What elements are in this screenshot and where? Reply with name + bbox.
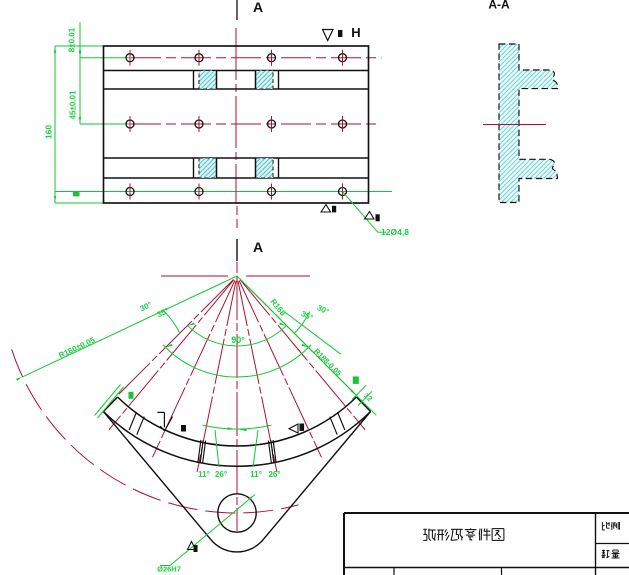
- svg-text:11°: 11°: [198, 470, 210, 479]
- svg-text:8±0.01: 8±0.01: [68, 27, 77, 52]
- svg-text:A-A: A-A: [488, 0, 510, 12]
- svg-text:A: A: [253, 239, 263, 255]
- svg-text:160: 160: [44, 125, 54, 139]
- svg-text:H: H: [351, 25, 360, 40]
- svg-text:90°: 90°: [231, 335, 245, 345]
- svg-text:A: A: [253, 0, 263, 15]
- svg-text:26°: 26°: [268, 470, 280, 479]
- svg-text:45±0.01: 45±0.01: [69, 90, 78, 119]
- svg-text:26°: 26°: [215, 470, 227, 479]
- svg-text:12Ø4,8: 12Ø4,8: [381, 227, 409, 237]
- svg-text:Ø26H7: Ø26H7: [157, 565, 181, 574]
- svg-text:11°: 11°: [250, 470, 262, 479]
